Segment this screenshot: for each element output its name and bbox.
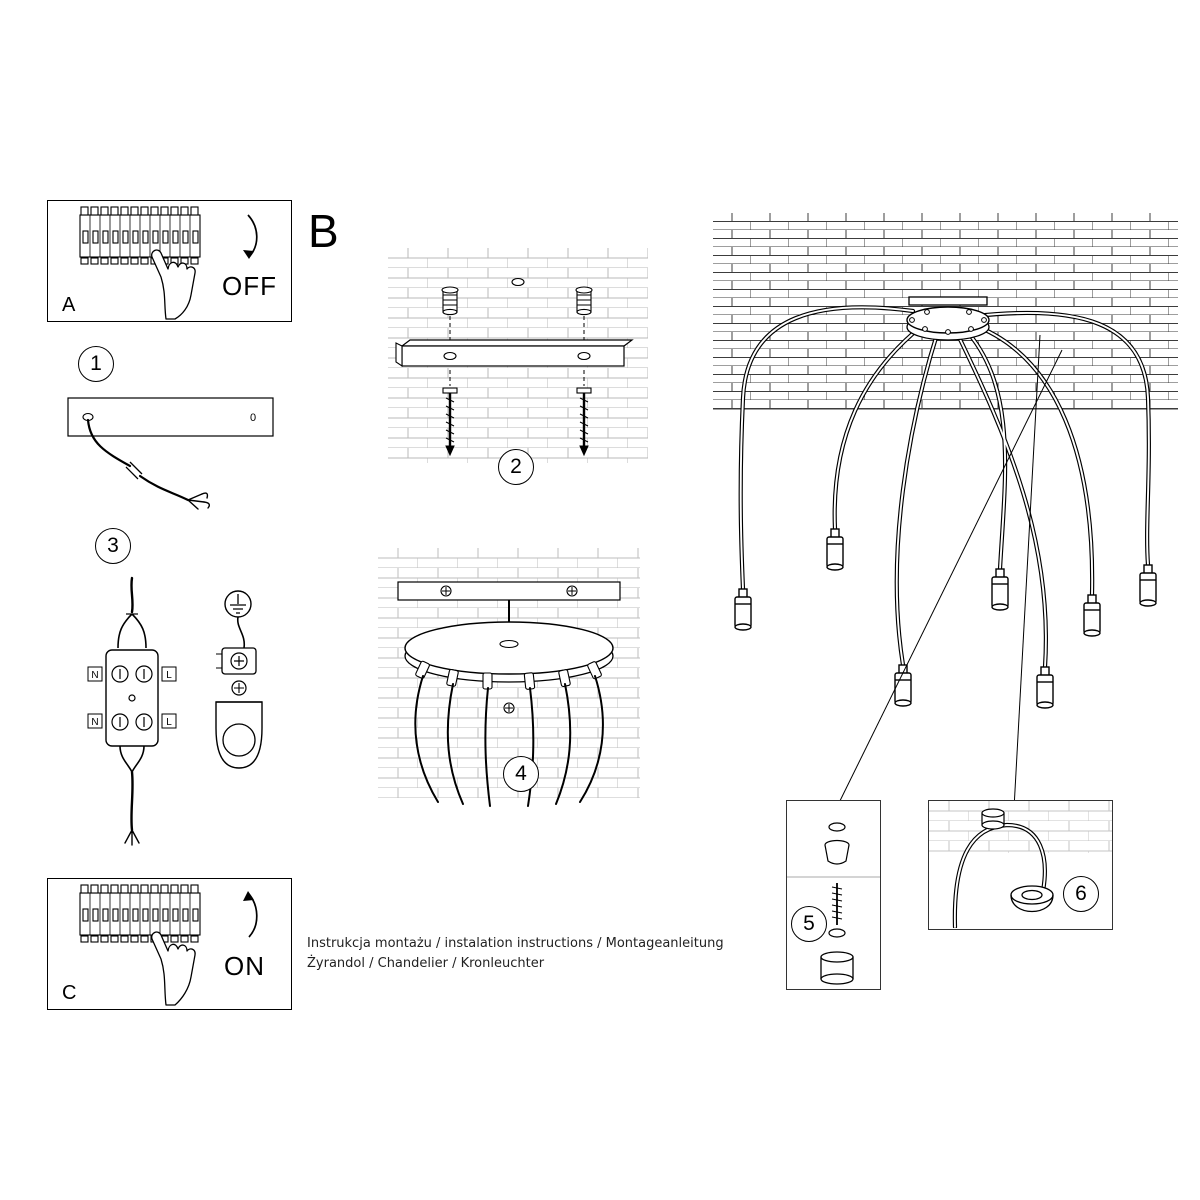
step-4-drawing <box>378 548 640 807</box>
cable-glands <box>415 660 602 690</box>
footer-instructions: Instrukcja montażu / instalation instruc… <box>307 936 724 951</box>
terminal-label-n-bottom: N <box>91 717 98 728</box>
step-4-number: 4 <box>515 762 527 785</box>
earth-terminal <box>216 647 257 675</box>
terminal-block: N L N L <box>87 649 177 747</box>
panel-a-box: OFF A <box>47 200 292 322</box>
step-4-badge: 4 <box>503 756 539 792</box>
step-6-number: 6 <box>1075 882 1087 905</box>
circuit-breaker-on-drawing <box>79 884 258 1006</box>
mounting-strip-drawing: 0 <box>67 397 274 510</box>
screw-left <box>442 387 458 457</box>
socket-assembly-drawing <box>787 822 880 985</box>
terminal-label-n-top: N <box>91 670 98 681</box>
circuit-breaker-icon <box>79 884 201 943</box>
ground-symbol-icon <box>224 590 252 618</box>
canopy-plate <box>404 621 614 683</box>
threaded-tube-icon <box>831 883 843 925</box>
holder-cup-icon <box>1010 885 1054 913</box>
chandelier-drawing <box>713 213 1178 709</box>
on-label: ON <box>224 951 265 981</box>
section-b-label: B <box>308 205 339 257</box>
step-1-badge: 1 <box>78 346 114 382</box>
wall-anchor-left <box>441 286 459 316</box>
off-label: OFF <box>222 271 277 301</box>
step-5-badge: 5 <box>791 906 827 942</box>
pendant-cables <box>414 675 604 807</box>
panel-c-box: ON C <box>47 878 292 1010</box>
wiring-diagram-drawing: N L N L <box>87 576 263 846</box>
wall-anchor-right <box>575 286 593 316</box>
circuit-breaker-icon <box>79 206 201 265</box>
ceiling-plate <box>906 296 990 341</box>
mounting-bar <box>395 339 634 368</box>
step-3-badge: 3 <box>95 528 131 564</box>
shade-cylinder-icon <box>820 951 854 985</box>
step-1-number: 1 <box>90 352 102 375</box>
step-2-badge: 2 <box>498 449 534 485</box>
terminal-label-l-bottom: L <box>166 717 172 728</box>
footer-product: Żyrandol / Chandelier / Kronleuchter <box>307 956 545 971</box>
arrow-down-icon <box>243 214 258 259</box>
lamp-holder-icon <box>824 839 850 865</box>
detail-5-box <box>786 800 881 990</box>
mounted-bar <box>397 581 621 601</box>
circuit-breaker-off-drawing <box>79 206 258 320</box>
panel-c-label: C <box>62 982 77 1004</box>
step-3-number: 3 <box>107 534 119 557</box>
step-2-number: 2 <box>510 455 522 478</box>
step-6-badge: 6 <box>1063 876 1099 912</box>
hand-icon <box>151 931 196 1006</box>
terminal-label-l-top: L <box>166 670 172 681</box>
strip-hole-label: 0 <box>250 412 256 424</box>
panel-a-label: A <box>62 294 76 316</box>
screw-right <box>576 387 592 457</box>
arrow-up-icon <box>243 891 258 938</box>
stripped-wires-icon <box>187 492 211 510</box>
cap-icon <box>981 808 1005 830</box>
cord-grip-drawing <box>215 680 263 769</box>
step-5-number: 5 <box>803 912 815 935</box>
step-2-drawing <box>388 248 648 463</box>
hand-icon <box>151 249 196 320</box>
